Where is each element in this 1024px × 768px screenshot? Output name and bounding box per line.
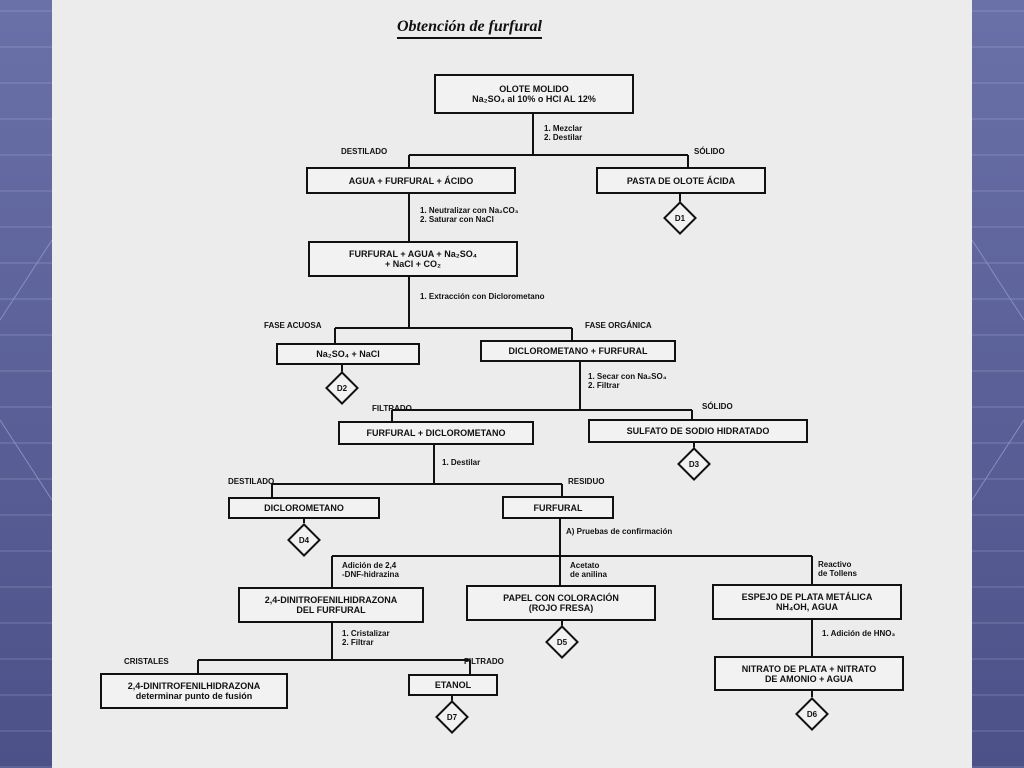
left-decor-lines (0, 239, 52, 501)
label-solido-1: SÓLIDO (694, 147, 725, 156)
label-cristales: CRISTALES (124, 657, 169, 666)
box-etanol: ETANOL (408, 674, 498, 696)
label-solido-2: SÓLIDO (702, 402, 733, 411)
label-acetato-anilina: Acetato de anilina (570, 561, 607, 579)
right-background-panel (972, 0, 1024, 768)
box-furfural-agua-mezcla: FURFURAL + AGUA + Na₂SO₄ + NaCl + CO₂ (308, 241, 518, 277)
label-adicion-dnf: Adición de 2,4 -DNF-hidrazina (342, 561, 399, 579)
box-nitrato-plata: NITRATO DE PLATA + NITRATO DE AMONIO + A… (714, 656, 904, 691)
step-cristalizar-filtrar: 1. Cristalizar 2. Filtrar (342, 629, 390, 647)
diamond-d4: D4 (287, 523, 321, 557)
step-mezclar-destilar: 1. Mezclar 2. Destilar (544, 124, 583, 142)
slide-canvas: Obtención de furfural (52, 0, 972, 768)
box-na2so4-nacl: Na₂SO₄ + NaCl (276, 343, 420, 365)
box-dinitrofenilhidrazona: 2,4-DINITROFENILHIDRAZONA DEL FURFURAL (238, 587, 424, 623)
page-title: Obtención de furfural (397, 18, 542, 39)
diamond-d1: D1 (663, 201, 697, 235)
label-destilado-2: DESTILADO (228, 477, 275, 486)
label-reactivo-tollens: Reactivo de Tollens (818, 560, 857, 578)
box-olote-molido: OLOTE MOLIDO Na₂SO₄ al 10% o HCl AL 12% (434, 74, 634, 114)
diamond-d5: D5 (545, 625, 579, 659)
left-background-panel (0, 0, 52, 768)
step-pruebas-confirmacion: A) Pruebas de confirmación (566, 527, 673, 536)
flow-connectors (197, 113, 813, 701)
label-filtrado-1: FILTRADO (372, 404, 412, 413)
label-filtrado-2: FILTRADO (464, 657, 504, 666)
box-furfural: FURFURAL (502, 496, 614, 519)
box-diclorometano-furfural: DICLOROMETANO + FURFURAL (480, 340, 676, 362)
diamond-d7: D7 (435, 700, 469, 734)
diamond-d3: D3 (677, 447, 711, 481)
box-furfural-diclorometano: FURFURAL + DICLOROMETANO (338, 421, 534, 445)
box-agua-furfural-acido: AGUA + FURFURAL + ÁCIDO (306, 167, 516, 194)
step-neutralizar-saturar: 1. Neutralizar con Na₂CO₃ 2. Saturar con… (420, 206, 519, 224)
box-papel-coloracion: PAPEL CON COLORACIÓN (ROJO FRESA) (466, 585, 656, 621)
box-diclorometano: DICLOROMETANO (228, 497, 380, 519)
label-residuo: RESIDUO (568, 477, 605, 486)
box-espejo-plata: ESPEJO DE PLATA METÁLICA NH₄OH, AGUA (712, 584, 902, 620)
label-fase-acuosa: FASE ACUOSA (264, 321, 322, 330)
label-fase-organica: FASE ORGÁNICA (585, 321, 652, 330)
diamond-d6: D6 (795, 697, 829, 731)
box-sulfato-sodio-hidratado: SULFATO DE SODIO HIDRATADO (588, 419, 808, 443)
right-decor-lines (972, 239, 1024, 501)
box-pasta-olote-acida: PASTA DE OLOTE ÁCIDA (596, 167, 766, 194)
step-adicion-hno3: 1. Adición de HNO₃ (822, 629, 896, 638)
box-cristales-dnph: 2,4-DINITROFENILHIDRAZONA determinar pun… (100, 673, 288, 709)
label-destilado-1: DESTILADO (341, 147, 388, 156)
step-extraccion: 1. Extracción con Diclorometano (420, 292, 545, 301)
step-destilar: 1. Destilar (442, 458, 481, 467)
step-secar-filtrar: 1. Secar con Na₂SO₄ 2. Filtrar (588, 372, 667, 390)
diamond-d2: D2 (325, 371, 359, 405)
